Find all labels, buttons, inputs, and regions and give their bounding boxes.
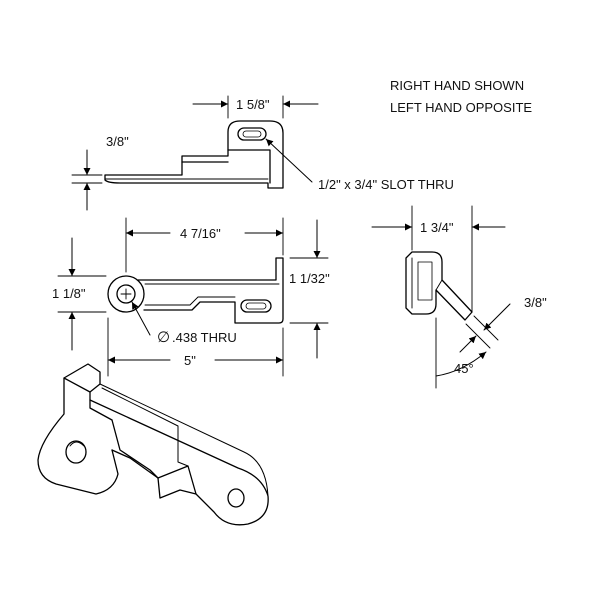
dim-top-width: 1 5/8" bbox=[236, 97, 270, 112]
note-right-hand: RIGHT HAND SHOWN bbox=[390, 78, 525, 93]
side-view bbox=[405, 251, 473, 321]
slot-hole-front bbox=[240, 299, 272, 313]
slot-hole-top bbox=[237, 127, 267, 141]
dim-right-height: 1 1/32" bbox=[289, 271, 330, 286]
dim-side-tab: 3/8" bbox=[524, 295, 547, 310]
dim-left-height: 1 1/8" bbox=[52, 286, 86, 301]
dim-angle: 45° bbox=[454, 361, 474, 376]
front-view bbox=[107, 257, 284, 324]
dim-top-height: 3/8" bbox=[106, 134, 129, 149]
note-left-hand: LEFT HAND OPPOSITE bbox=[390, 100, 533, 115]
diameter-symbol: ∅ bbox=[157, 329, 171, 346]
dim-side-width: 1 3/4" bbox=[420, 220, 454, 235]
dim-span: 4 7/16" bbox=[180, 226, 221, 241]
callout-hole: .438 THRU bbox=[172, 330, 237, 345]
top-view bbox=[104, 120, 284, 189]
pivot-hole bbox=[116, 284, 136, 304]
callout-slot: 1/2" x 3/4" SLOT THRU bbox=[318, 177, 454, 192]
isometric-view bbox=[37, 363, 269, 526]
dim-overall: 5" bbox=[184, 353, 196, 368]
iso-pivot-hole bbox=[65, 440, 87, 464]
iso-slot-hole bbox=[227, 488, 245, 508]
